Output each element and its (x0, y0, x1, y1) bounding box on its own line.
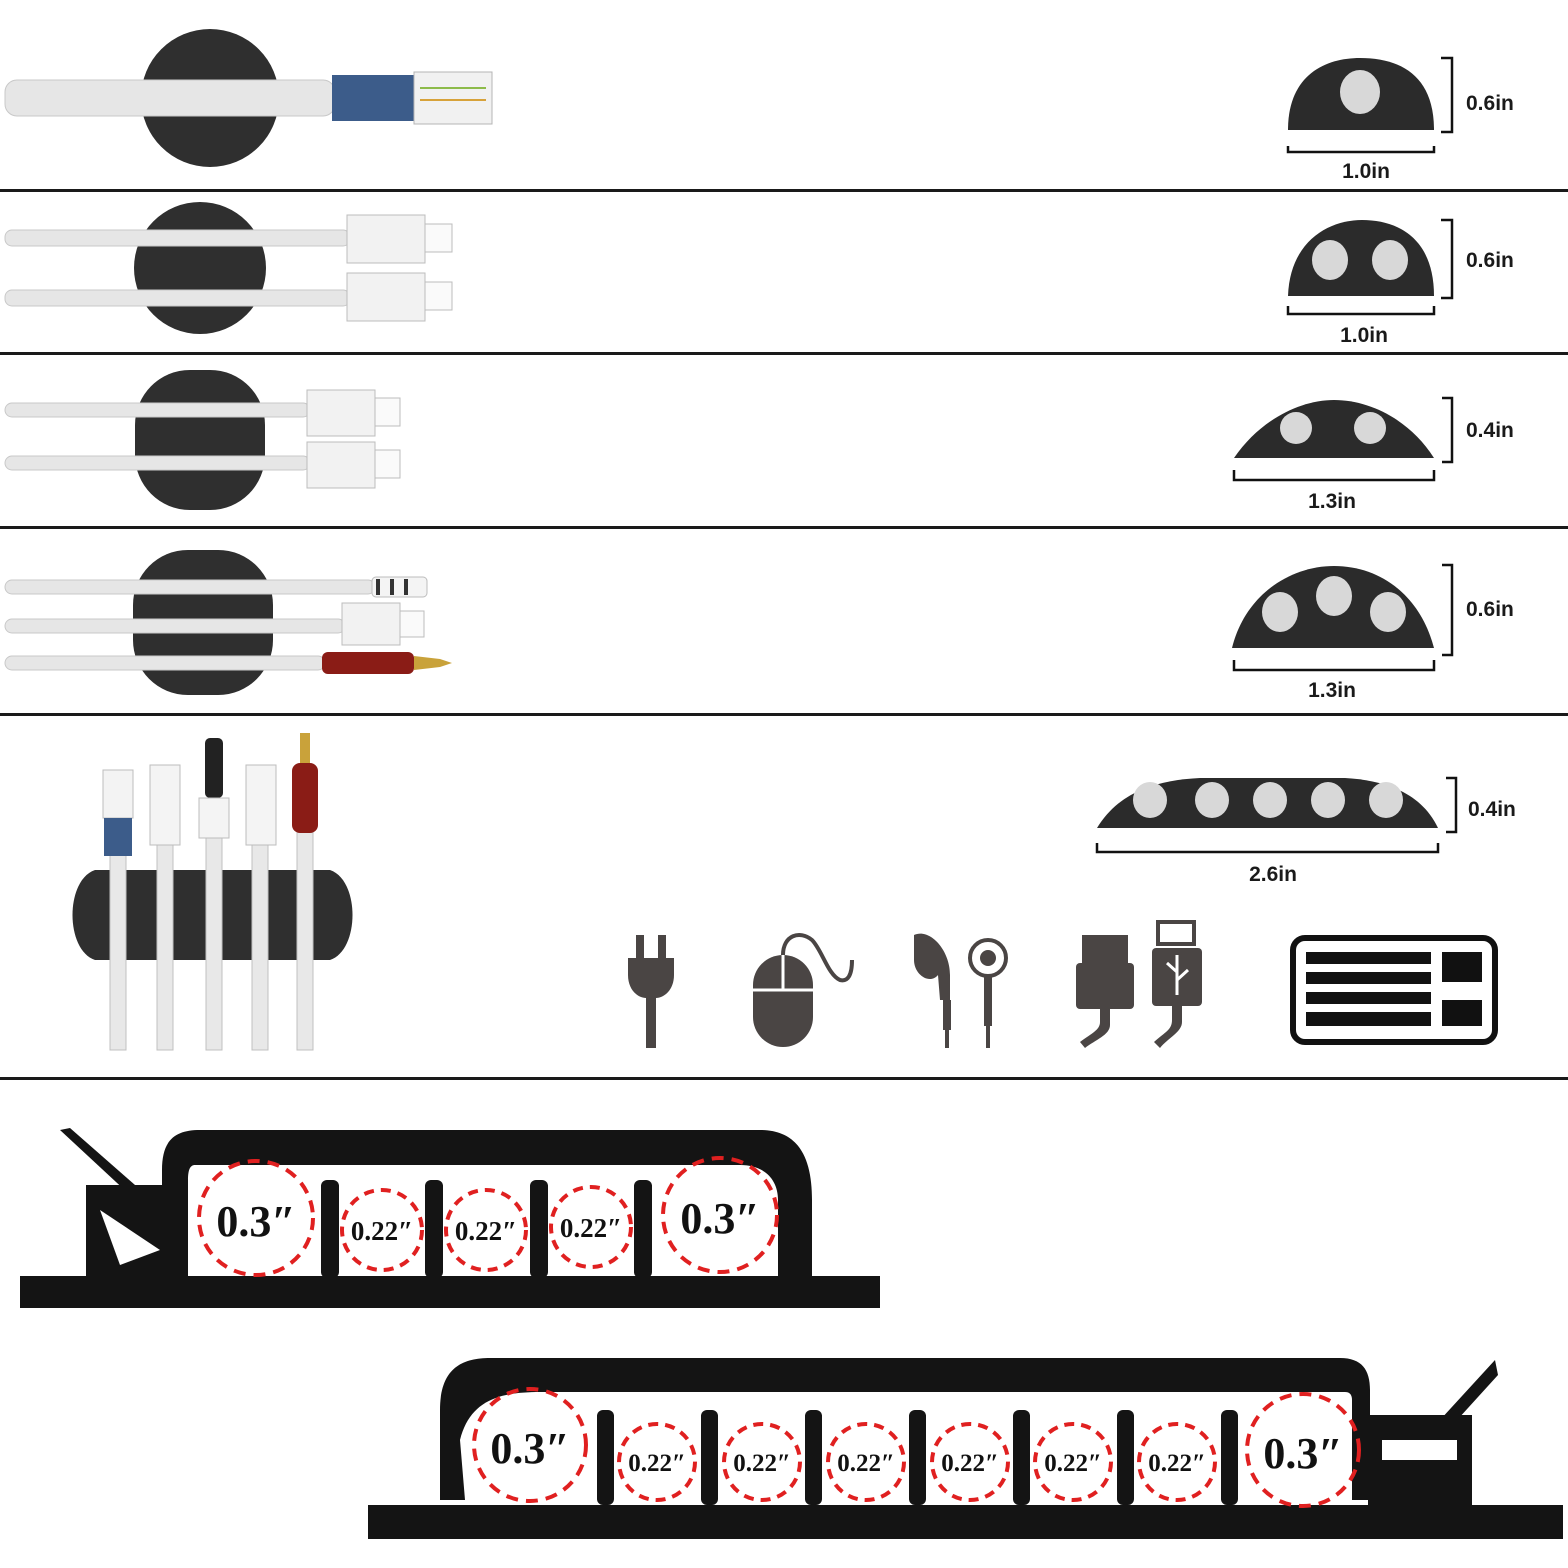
organizer-small (20, 1128, 880, 1308)
organizer-large-slot-labels: 0.3″ 0.22″ 0.22″ 0.22″ 0.22″ 0.22″ 0.22″… (472, 1387, 1361, 1508)
organizer-large-slot-6: 0.22″ (1044, 1450, 1102, 1477)
organizer-small-slot-3: 0.22″ (455, 1216, 517, 1246)
row-4-width-label: 1.3in (1308, 679, 1356, 702)
row-1-clip (1286, 56, 1454, 154)
earphone-icon (914, 933, 951, 1048)
usb-b-icon (1152, 920, 1202, 1048)
organizer-small-slot-5: 0.3″ (680, 1194, 759, 1243)
row-1-height-label: 0.6in (1466, 92, 1514, 115)
organizer-large-slot-4: 0.22″ (837, 1450, 895, 1477)
row-4-clip (1232, 563, 1454, 672)
row-5-height-label: 0.4in (1468, 798, 1516, 821)
row-3-clip (1232, 396, 1454, 482)
organizer-large-slot-7: 0.22″ (1148, 1450, 1206, 1477)
row-5-clip (1095, 776, 1458, 854)
organizer-large-slot-1: 0.3″ (490, 1424, 569, 1473)
organizer-small-slot-2: 0.22″ (351, 1216, 413, 1246)
organizer-large-slot-2: 0.22″ (628, 1450, 686, 1477)
organizer-large-slot-8: 0.3″ (1263, 1429, 1342, 1478)
row-5-width-label: 2.6in (1249, 863, 1297, 886)
usb-a-icon (1076, 935, 1134, 1048)
organizer-small-slot-4: 0.22″ (560, 1213, 622, 1243)
row-2-clip-in-use (4, 202, 453, 334)
row-3-height-label: 0.4in (1466, 419, 1514, 442)
row-2-height-label: 0.6in (1466, 249, 1514, 272)
power-plug-icon (628, 935, 674, 1048)
organizer-small-slot-1: 0.3″ (216, 1197, 295, 1246)
organizer-large-slot-5: 0.22″ (941, 1450, 999, 1477)
row-3-clip-in-use (4, 370, 401, 510)
row-3-width-label: 1.3in (1308, 490, 1356, 513)
organizer-large-slot-3: 0.22″ (733, 1450, 791, 1477)
organizer-large (368, 1358, 1563, 1539)
row-4-height-label: 0.6in (1466, 598, 1514, 621)
keyboard-icon (1290, 935, 1498, 1045)
row-1-width-label: 1.0in (1342, 160, 1390, 183)
row-4-clip-in-use (4, 550, 452, 695)
mouse-icon (753, 933, 854, 1047)
organizer-small-slot-labels: 0.3″ 0.22″ 0.22″ 0.22″ 0.3″ (197, 1156, 779, 1277)
section-dividers (0, 189, 1568, 1080)
row-1-clip-in-use (4, 29, 493, 167)
audio-jack-icon (968, 938, 1008, 1048)
row-5-clip-in-use (72, 733, 353, 1051)
row-2-width-label: 1.0in (1340, 324, 1388, 347)
row-2-clip (1286, 218, 1454, 316)
